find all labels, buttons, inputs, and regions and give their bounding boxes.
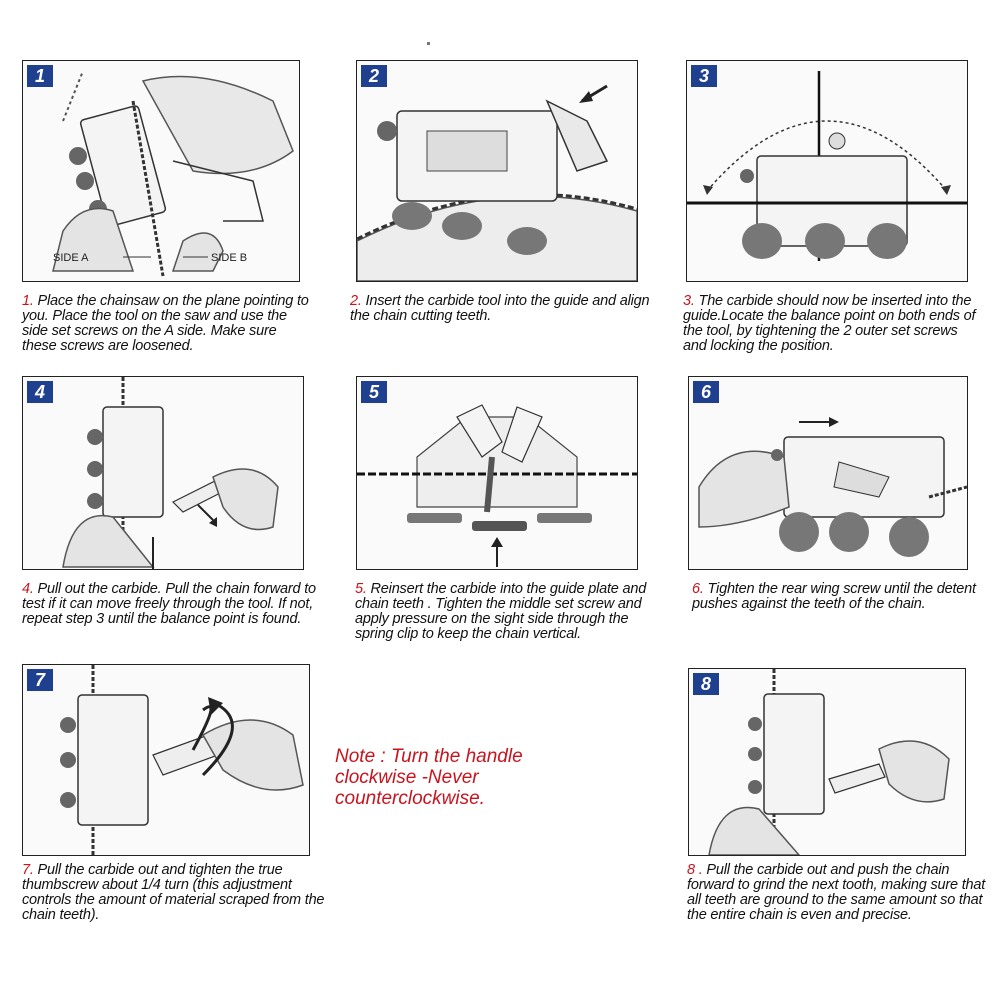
step-4-illustration: 4: [22, 376, 304, 570]
step-3-illustration: 3: [686, 60, 968, 282]
step-2-caption-number: 2.: [350, 293, 362, 309]
step-7-caption-number: 7.: [22, 862, 34, 878]
step-3-caption: 3. The carbide should now be inserted in…: [683, 294, 983, 354]
step-8-caption-number: 8 .: [687, 862, 703, 878]
step-5-caption: 5. Reinsert the carbide into the guide p…: [355, 582, 655, 642]
step-2-illustration: 2: [356, 60, 638, 282]
step-3-caption-text: The carbide should now be inserted into …: [683, 293, 976, 354]
step-2-badge: 2: [361, 65, 387, 87]
grind-next-tooth-drawing: [708, 669, 950, 855]
step-5-badge: 5: [361, 381, 387, 403]
step-6-badge: 6: [693, 381, 719, 403]
step-8-caption-text: Pull the carbide out and push the chain …: [687, 862, 986, 923]
step-8-illustration: 8: [688, 668, 966, 856]
step-1-caption-text: Place the chainsaw on the plane pointing…: [22, 293, 309, 354]
step-1-caption-number: 1.: [22, 293, 34, 309]
step-1-illustration: 1 SIDE A SIDE B: [22, 60, 300, 282]
reinsert-carbide-drawing: [357, 404, 637, 567]
step-2-caption: 2. Insert the carbide tool into the guid…: [350, 294, 650, 324]
step-8-caption: 8 . Pull the carbide out and push the ch…: [687, 863, 987, 923]
step-8-badge: 8: [693, 673, 719, 695]
stray-dot: [427, 42, 430, 45]
pull-out-carbide-drawing: [62, 377, 279, 569]
step-7-caption-text: Pull the carbide out and tighten the tru…: [22, 862, 325, 923]
tighten-wing-screw-drawing: [698, 417, 967, 557]
tighten-thumbscrew-drawing: [60, 665, 304, 855]
chainsaw-tool-side-view-drawing: SIDE A SIDE B: [52, 70, 294, 277]
step-5-illustration: 5: [356, 376, 638, 570]
step-5-caption-text: Reinsert the carbide into the guide plat…: [355, 581, 647, 642]
step-6-caption-text: Tighten the rear wing screw until the de…: [692, 581, 976, 612]
side-a-label: SIDE A: [53, 252, 89, 264]
step-2-caption-text: Insert the carbide tool into the guide a…: [350, 293, 650, 324]
step-6-illustration: 6: [688, 376, 968, 570]
step-4-caption-number: 4.: [22, 581, 34, 597]
step-3-badge: 3: [691, 65, 717, 87]
step-4-caption-text: Pull out the carbide. Pull the chain for…: [22, 581, 316, 627]
step-4-badge: 4: [27, 381, 53, 403]
step-3-caption-number: 3.: [683, 293, 695, 309]
rotation-note: Note : Turn the handle clockwise -Never …: [335, 746, 523, 809]
balance-point-drawing: [687, 71, 967, 261]
step-6-caption: 6. Tighten the rear wing screw until the…: [692, 582, 982, 612]
step-1-badge: 1: [27, 65, 53, 87]
step-6-caption-number: 6.: [692, 581, 704, 597]
step-7-badge: 7: [27, 669, 53, 691]
step-7-illustration: 7: [22, 664, 310, 856]
side-b-label: SIDE B: [211, 252, 247, 264]
carbide-tool-insert-drawing: [357, 84, 637, 281]
step-7-caption: 7. Pull the carbide out and tighten the …: [22, 863, 342, 923]
step-4-caption: 4. Pull out the carbide. Pull the chain …: [22, 582, 322, 627]
step-5-caption-number: 5.: [355, 581, 367, 597]
step-1-caption: 1. Place the chainsaw on the plane point…: [22, 294, 312, 354]
